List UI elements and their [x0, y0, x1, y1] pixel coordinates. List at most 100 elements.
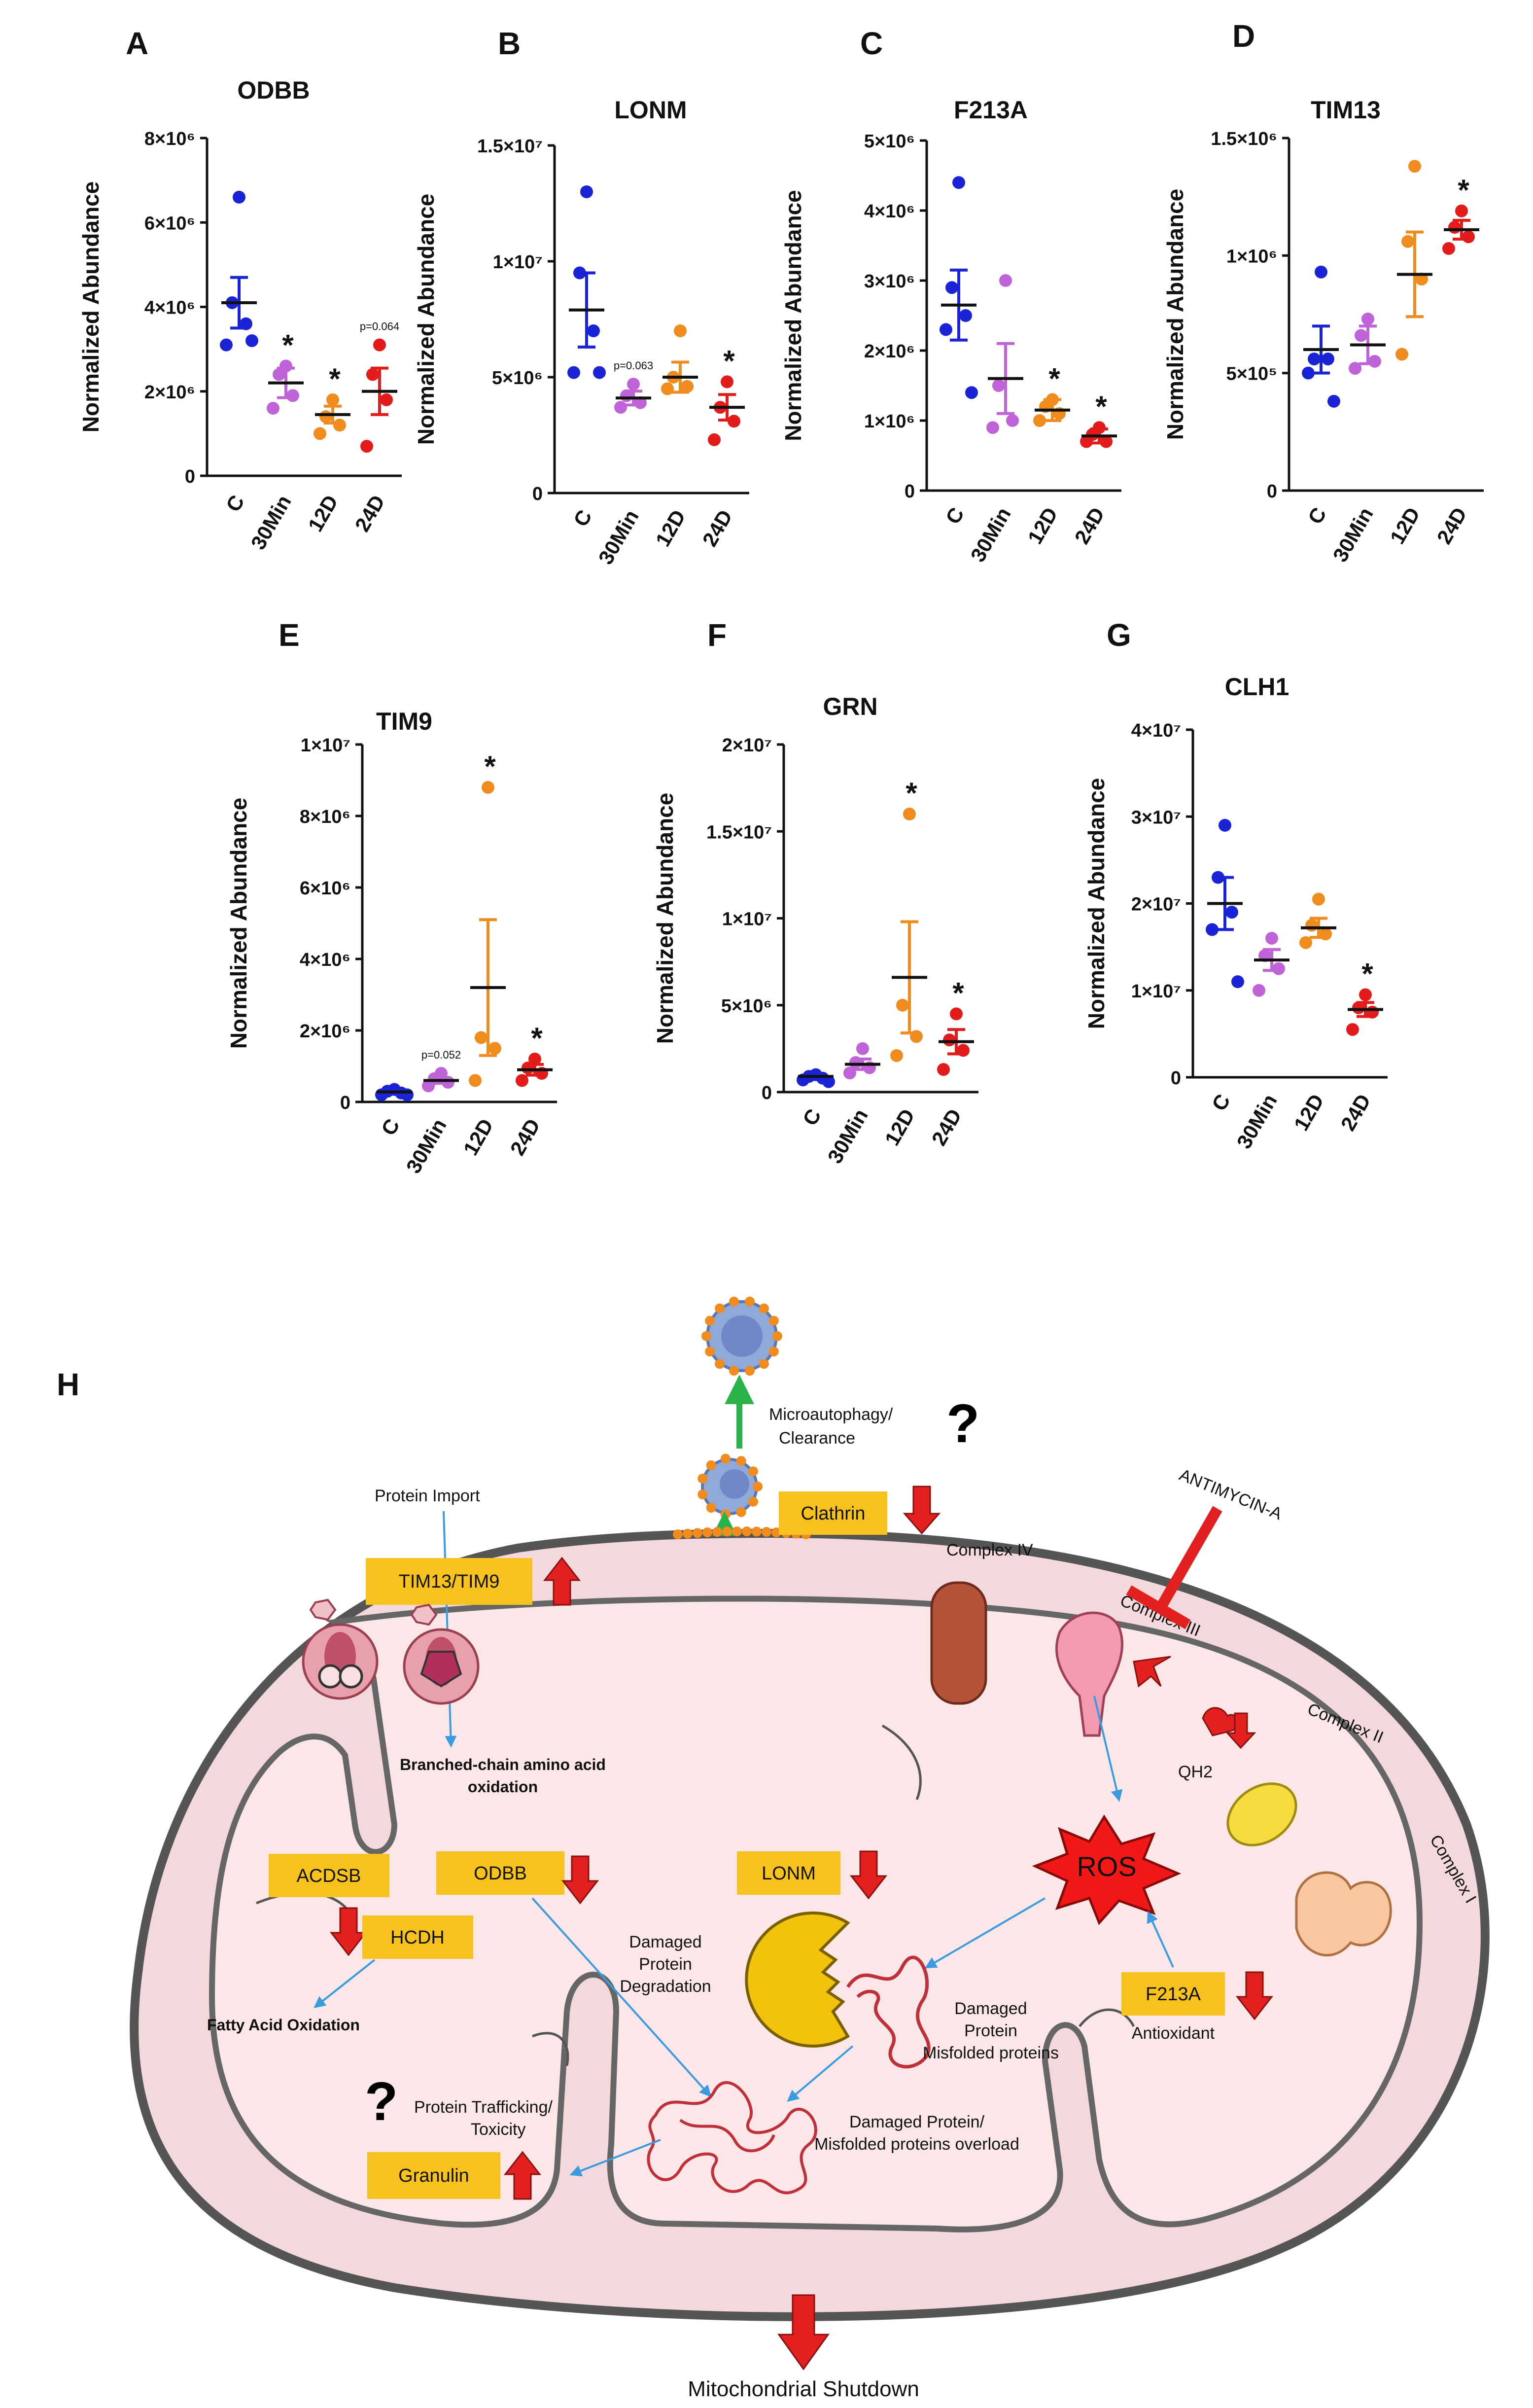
data-point	[373, 338, 386, 352]
antimycin-label: ANTIMYCIN-A	[1177, 1465, 1285, 1523]
complex-i-shape	[1295, 1871, 1392, 1957]
y-tick-label: 1×10⁶	[864, 411, 915, 432]
shutdown-label: Mitochondrial Shutdown	[688, 2377, 919, 2401]
y-axis-label: Normalized Abundance	[1083, 778, 1109, 1029]
data-point	[422, 1079, 435, 1093]
category-label: 12D	[459, 1115, 498, 1159]
category-label: C	[941, 503, 969, 528]
significance-star: *	[906, 777, 917, 810]
data-point	[1312, 892, 1325, 906]
data-point	[627, 378, 640, 391]
data-point	[573, 266, 586, 280]
ros-burst	[1032, 1814, 1182, 1925]
y-tick-label: 4×10⁶	[864, 201, 915, 222]
data-point	[326, 393, 339, 406]
data-point	[890, 1049, 903, 1062]
significance-star: *	[1095, 390, 1107, 423]
f213a-box-label: F213A	[1146, 1984, 1201, 2005]
data-point	[366, 368, 379, 381]
category-label: 24D	[1432, 503, 1471, 548]
fatty-acid-label: Fatty Acid Oxidation	[207, 2016, 360, 2034]
clathrin-dot	[697, 1489, 708, 1500]
category-label: 30Min	[823, 1105, 872, 1168]
lonm-box	[737, 1851, 840, 1895]
y-tick-label: 2×10⁶	[300, 1021, 350, 1042]
data-point	[843, 1066, 856, 1080]
data-point	[1253, 984, 1265, 997]
y-tick-label: 8×10⁶	[300, 807, 350, 827]
clathrin-dot	[697, 1473, 708, 1484]
data-point	[1448, 221, 1461, 234]
data-point	[1395, 348, 1408, 361]
category-label: 30Min	[1328, 503, 1378, 566]
data-point	[482, 781, 494, 794]
data-point	[952, 176, 965, 189]
clathrin-dot	[752, 1526, 762, 1537]
category-label: C	[798, 1105, 826, 1130]
y-tick-label: 2×10⁷	[722, 735, 772, 756]
y-axis-label: Normalized Abundance	[226, 798, 251, 1049]
clearance-label: Clearance	[779, 1429, 855, 1448]
clathrin-dot	[762, 1527, 771, 1537]
ros-to-damaged-arrow	[924, 1897, 1046, 1969]
degradation-label-1: Damaged	[629, 1933, 701, 1951]
data-point	[896, 998, 909, 1012]
clathrin-dot	[745, 1296, 755, 1307]
panel-letter-h: H	[57, 1367, 79, 1402]
odbb-down-arrow	[561, 1855, 599, 1905]
y-tick-label: 1×10⁶	[1226, 246, 1277, 267]
data-point	[721, 375, 733, 389]
data-point	[1033, 414, 1046, 427]
protein-import-arrow	[443, 1511, 457, 1748]
panel-letter: E	[279, 617, 300, 653]
y-tick-label: 0	[905, 481, 915, 502]
data-point	[1100, 435, 1113, 448]
damaged-protein-chain	[846, 1955, 931, 2069]
complex-ii-shape	[1226, 1782, 1297, 1846]
data-point	[620, 389, 633, 402]
lonm-protease-shape	[745, 1912, 850, 2048]
panel-letter: D	[1232, 18, 1255, 54]
data-point	[475, 1031, 488, 1044]
p-value-note: p=0.052	[421, 1049, 461, 1061]
tim-channel-1	[302, 1598, 379, 1700]
y-tick-label: 1×10⁷	[1131, 981, 1181, 1002]
data-point	[528, 1053, 541, 1065]
significance-star: *	[1048, 362, 1060, 395]
y-tick-label: 0	[1267, 481, 1277, 502]
y-tick-label: 6×10⁶	[300, 878, 350, 899]
category-label: 12D	[1289, 1090, 1328, 1134]
clathrin-dot	[715, 1303, 725, 1313]
clathrin-dot	[701, 1331, 711, 1341]
data-point	[1361, 313, 1374, 326]
damaged-protein-label-2: Protein	[964, 2021, 1017, 2040]
clathrin-dot	[705, 1346, 715, 1357]
y-tick-label: 2×10⁷	[1131, 894, 1181, 915]
data-point	[1315, 265, 1327, 279]
clathrin-dot	[705, 1315, 715, 1326]
clathrin-dot	[706, 1460, 716, 1470]
data-point	[240, 317, 252, 330]
y-tick-label: 1.5×10⁷	[477, 136, 543, 157]
complex-iv-shape	[930, 1581, 987, 1705]
y-axis-label: Normalized Abundance	[78, 181, 104, 432]
data-point	[1265, 932, 1278, 945]
data-point	[375, 1088, 388, 1101]
data-point	[469, 1074, 482, 1087]
data-point	[516, 1074, 528, 1087]
clathrin-down-arrow	[903, 1486, 941, 1535]
category-label: C	[377, 1115, 404, 1139]
lonm-down-arrow	[849, 1850, 888, 1900]
hcdh-box-label: HCDH	[390, 1927, 445, 1948]
data-point	[593, 366, 606, 379]
y-tick-label: 1.5×10⁶	[1211, 129, 1277, 149]
significance-star: *	[329, 362, 341, 395]
data-point	[1408, 160, 1421, 173]
y-tick-label: 5×10⁶	[721, 996, 772, 1017]
mitochondria-diagram: H ? ? Microautophagy/ Clearance C	[57, 1296, 1490, 2401]
f213a-box	[1121, 1972, 1225, 2016]
p-value-note: p=0.063	[614, 359, 653, 372]
overload-label-1: Damaged Protein/	[849, 2113, 985, 2131]
panel-letter: G	[1107, 617, 1131, 653]
